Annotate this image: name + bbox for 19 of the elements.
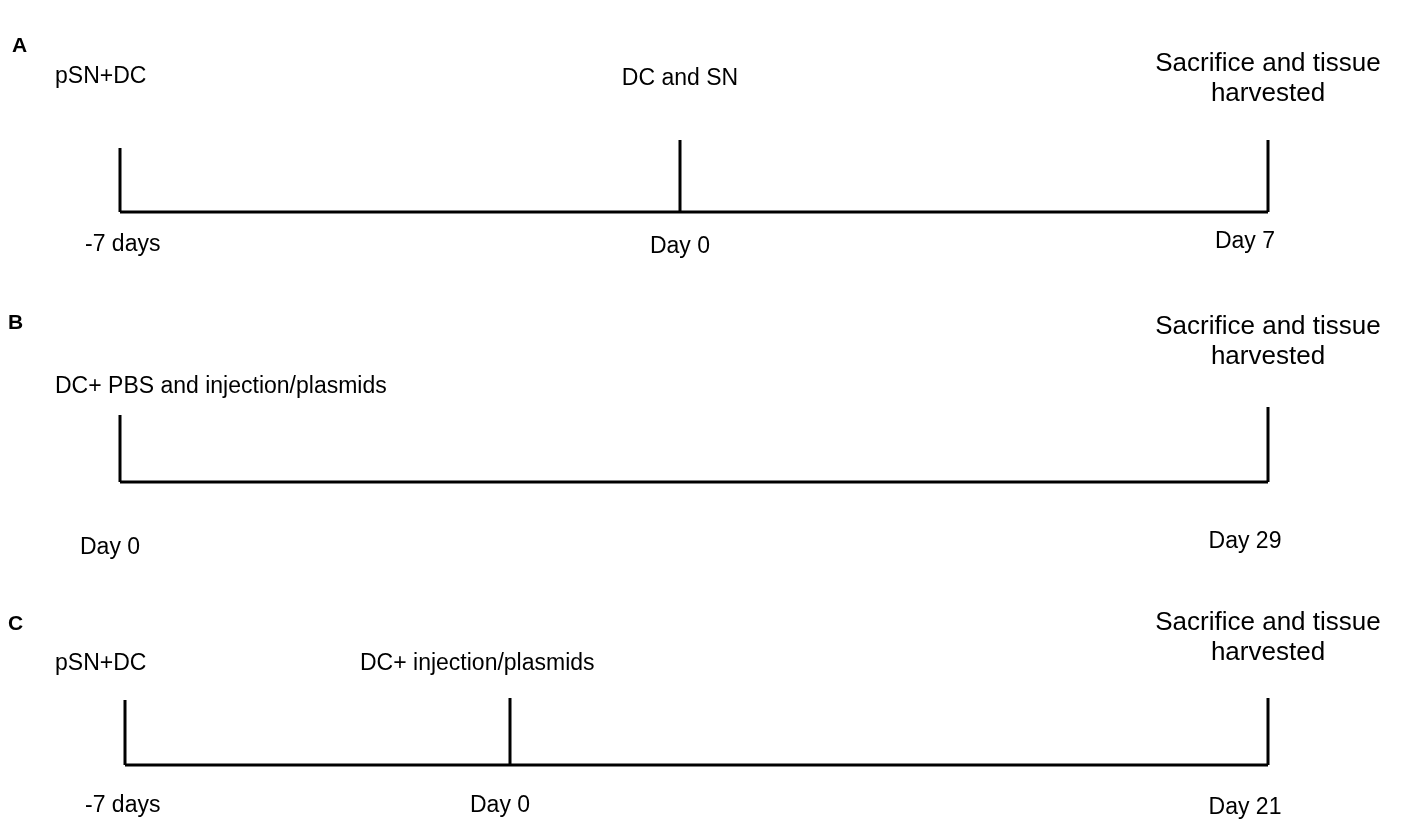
timeline-label: pSN+DC [55,61,147,90]
timeline-label: Day 0 [80,532,141,561]
timeline-label: DC+ injection/plasmids [360,648,595,677]
timeline-label: -7 days [85,790,161,819]
timeline-label: Day 29 [1208,526,1282,555]
timeline-label: -7 days [85,229,161,258]
timeline-label: Day 21 [1208,792,1282,821]
timeline-label: Day 7 [1214,226,1276,255]
event-label: Sacrifice and tissue harvested [1154,310,1382,370]
timeline-label: DC and SN [621,63,739,92]
panel-letter: C [8,610,24,636]
panel-letter: B [8,309,24,335]
timeline-label: pSN+DC [55,648,147,677]
event-label: Sacrifice and tissue harvested [1154,47,1382,107]
event-label: Sacrifice and tissue harvested [1154,606,1382,666]
timeline-label: Day 0 [470,790,531,819]
timeline-label: DC+ PBS and injection/plasmids [55,371,387,400]
timeline-label: Day 0 [649,231,711,260]
panel-letter: A [12,32,28,58]
